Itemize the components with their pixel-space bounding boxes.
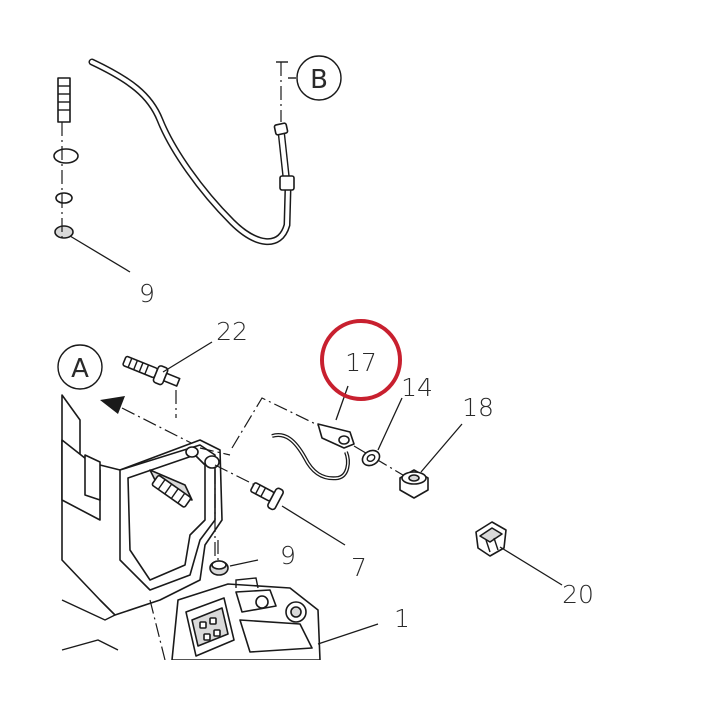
callout-a: A <box>57 344 103 390</box>
callout-b-label: B <box>310 65 328 95</box>
cable-assembly <box>53 58 296 245</box>
part-label-9-top: 9 <box>139 279 155 308</box>
main-bracket <box>61 394 223 661</box>
part-label-1: 1 <box>394 604 410 633</box>
callout-a-label: A <box>71 354 89 384</box>
highlight-ring <box>320 319 402 401</box>
part-20-clip: 20 <box>475 521 594 609</box>
part-1-housing: 1 <box>171 577 410 661</box>
part-18-nut: 18 <box>399 393 494 499</box>
left-stud-column <box>53 77 79 240</box>
part-label-20: 20 <box>562 580 594 609</box>
part-label-18: 18 <box>462 393 494 422</box>
part-label-9-bottom: 9 <box>280 541 296 570</box>
part-22-stud: 22 <box>122 317 248 418</box>
part-label-17: 17 <box>345 348 377 377</box>
part-9-bottom-nut: 9 <box>209 540 296 576</box>
part-14-washer: 14 <box>353 373 433 479</box>
part-7-bolt: 7 <box>214 464 367 582</box>
part-label-22: 22 <box>216 317 248 346</box>
callout-b: B <box>296 55 342 101</box>
part-9-top: 9 <box>69 235 155 308</box>
part-17-clip: 17 <box>271 348 377 481</box>
part-label-14: 14 <box>401 373 433 402</box>
direction-arrow <box>100 396 206 451</box>
part-label-7: 7 <box>351 553 367 582</box>
